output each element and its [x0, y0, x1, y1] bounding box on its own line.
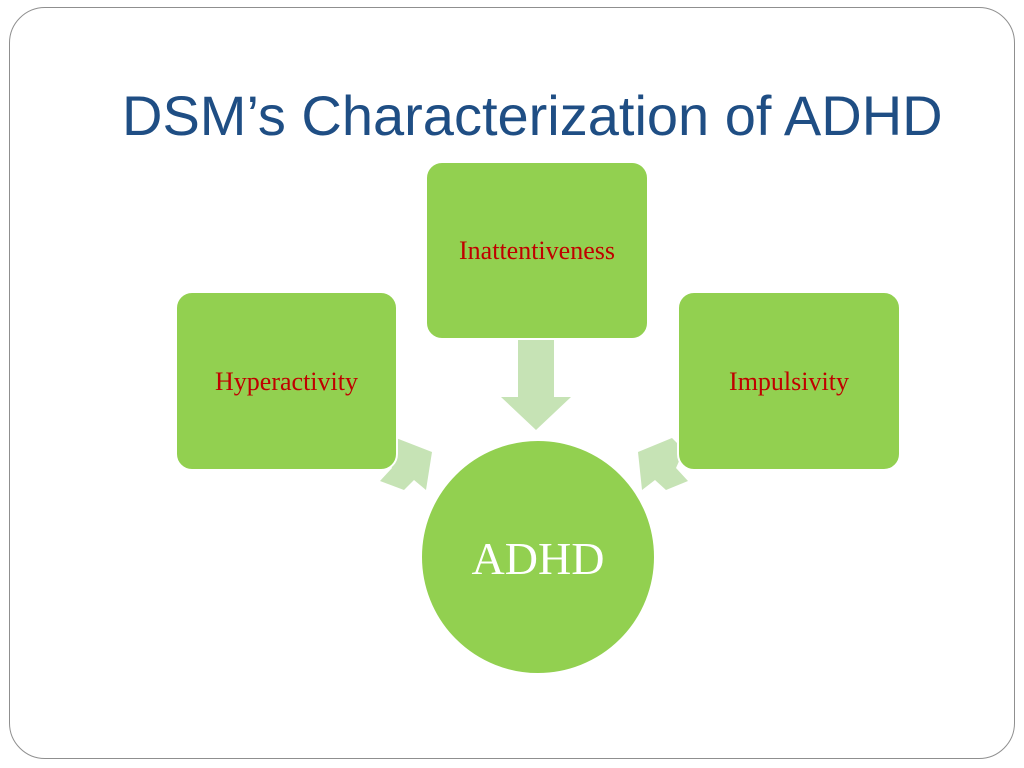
node-hyperactivity: Hyperactivity: [175, 291, 398, 471]
node-hyperactivity-box: [175, 291, 398, 471]
center-node-circle: [420, 439, 656, 675]
center-node-adhd: ADHD: [420, 439, 656, 675]
arrow-impulsivity-to-adhd: [638, 438, 688, 490]
node-impulsivity: Impulsivity: [677, 291, 901, 471]
node-inattentiveness-box: [425, 161, 649, 340]
arrow-inattentiveness-to-adhd: [501, 340, 571, 430]
center-node-label: ADHD: [472, 533, 605, 584]
slide-title: DSM’s Characterization of ADHD: [122, 84, 943, 147]
node-hyperactivity-label: Hyperactivity: [215, 367, 358, 396]
node-impulsivity-box: [677, 291, 901, 471]
node-inattentiveness-label: Inattentiveness: [459, 236, 615, 265]
node-inattentiveness: Inattentiveness: [425, 161, 649, 340]
node-impulsivity-label: Impulsivity: [729, 367, 849, 396]
